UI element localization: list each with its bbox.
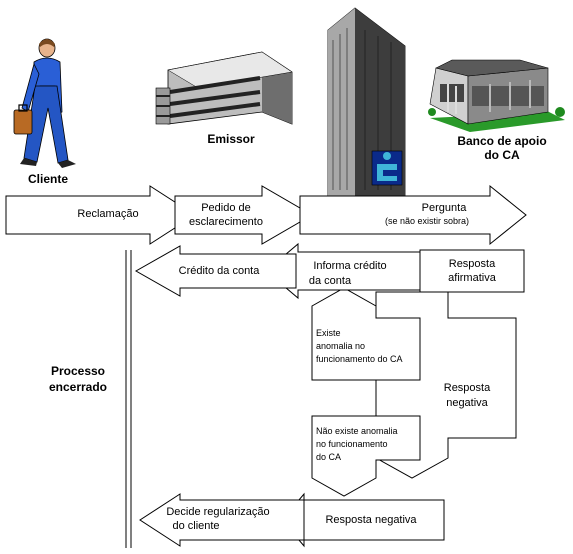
arrow-reclamacao (5, 185, 196, 245)
informa-credito-line1: Informa crédito (313, 260, 387, 272)
tower-building-icon (327, 7, 406, 197)
resposta-negativa-bottom: Resposta negativa (325, 514, 417, 526)
informa-credito-line2: da conta (308, 275, 352, 287)
arrow-resposta-afirmativa (419, 249, 525, 293)
credito-conta-label: Crédito da conta (178, 265, 260, 277)
decide-line2: do cliente (172, 520, 220, 532)
resposta-afirmativa-line2: afirmativa (448, 272, 496, 284)
emissor-building-icon (155, 51, 293, 125)
arrow-existe-anomalia (311, 287, 421, 381)
banco-apoio-line2: do CA (484, 148, 520, 162)
resposta-afirmativa-line1: Resposta (448, 258, 496, 270)
cliente-label: Cliente (27, 172, 68, 186)
existe-anomalia-line3: funcionamento do CA (316, 354, 403, 364)
arrow-pedido-esclarecimento (174, 185, 313, 245)
emissor-label: Emissor (207, 132, 255, 146)
existe-anomalia-line2: anomalia no (316, 341, 366, 351)
nao-existe-line1: Não existe anomalia (316, 426, 398, 436)
arrow-nao-existe-anomalia (311, 415, 421, 497)
bank-building-icon (428, 59, 565, 132)
arrow-credito-conta (134, 245, 297, 297)
processo-encerrado-line2: encerrado (48, 380, 108, 394)
resposta-negativa-line2: negativa (446, 397, 488, 409)
arrow-decide-regularizacao (139, 493, 305, 547)
resposta-negativa-line1: Resposta (443, 382, 491, 394)
ca-logo-icon (371, 150, 403, 186)
processo-encerrado-line1: Processo (50, 364, 106, 378)
existe-anomalia-line1: Existe (316, 328, 341, 338)
pergunta-label: Pergunta (421, 202, 467, 214)
pergunta-note: (se não existir sobra) (384, 216, 470, 226)
arrow-pergunta (299, 184, 527, 246)
reclamacao-label: Reclamação (77, 208, 139, 220)
pedido-line2: esclarecimento (189, 216, 263, 228)
decide-line1: Decide regularização (166, 506, 270, 518)
nao-existe-line2: no funcionamento (316, 439, 388, 449)
client-person-icon (13, 38, 76, 168)
banco-apoio-line1: Banco de apoio (457, 134, 547, 148)
pedido-line1: Pedido de (201, 202, 251, 214)
nao-existe-line3: do CA (316, 452, 342, 462)
